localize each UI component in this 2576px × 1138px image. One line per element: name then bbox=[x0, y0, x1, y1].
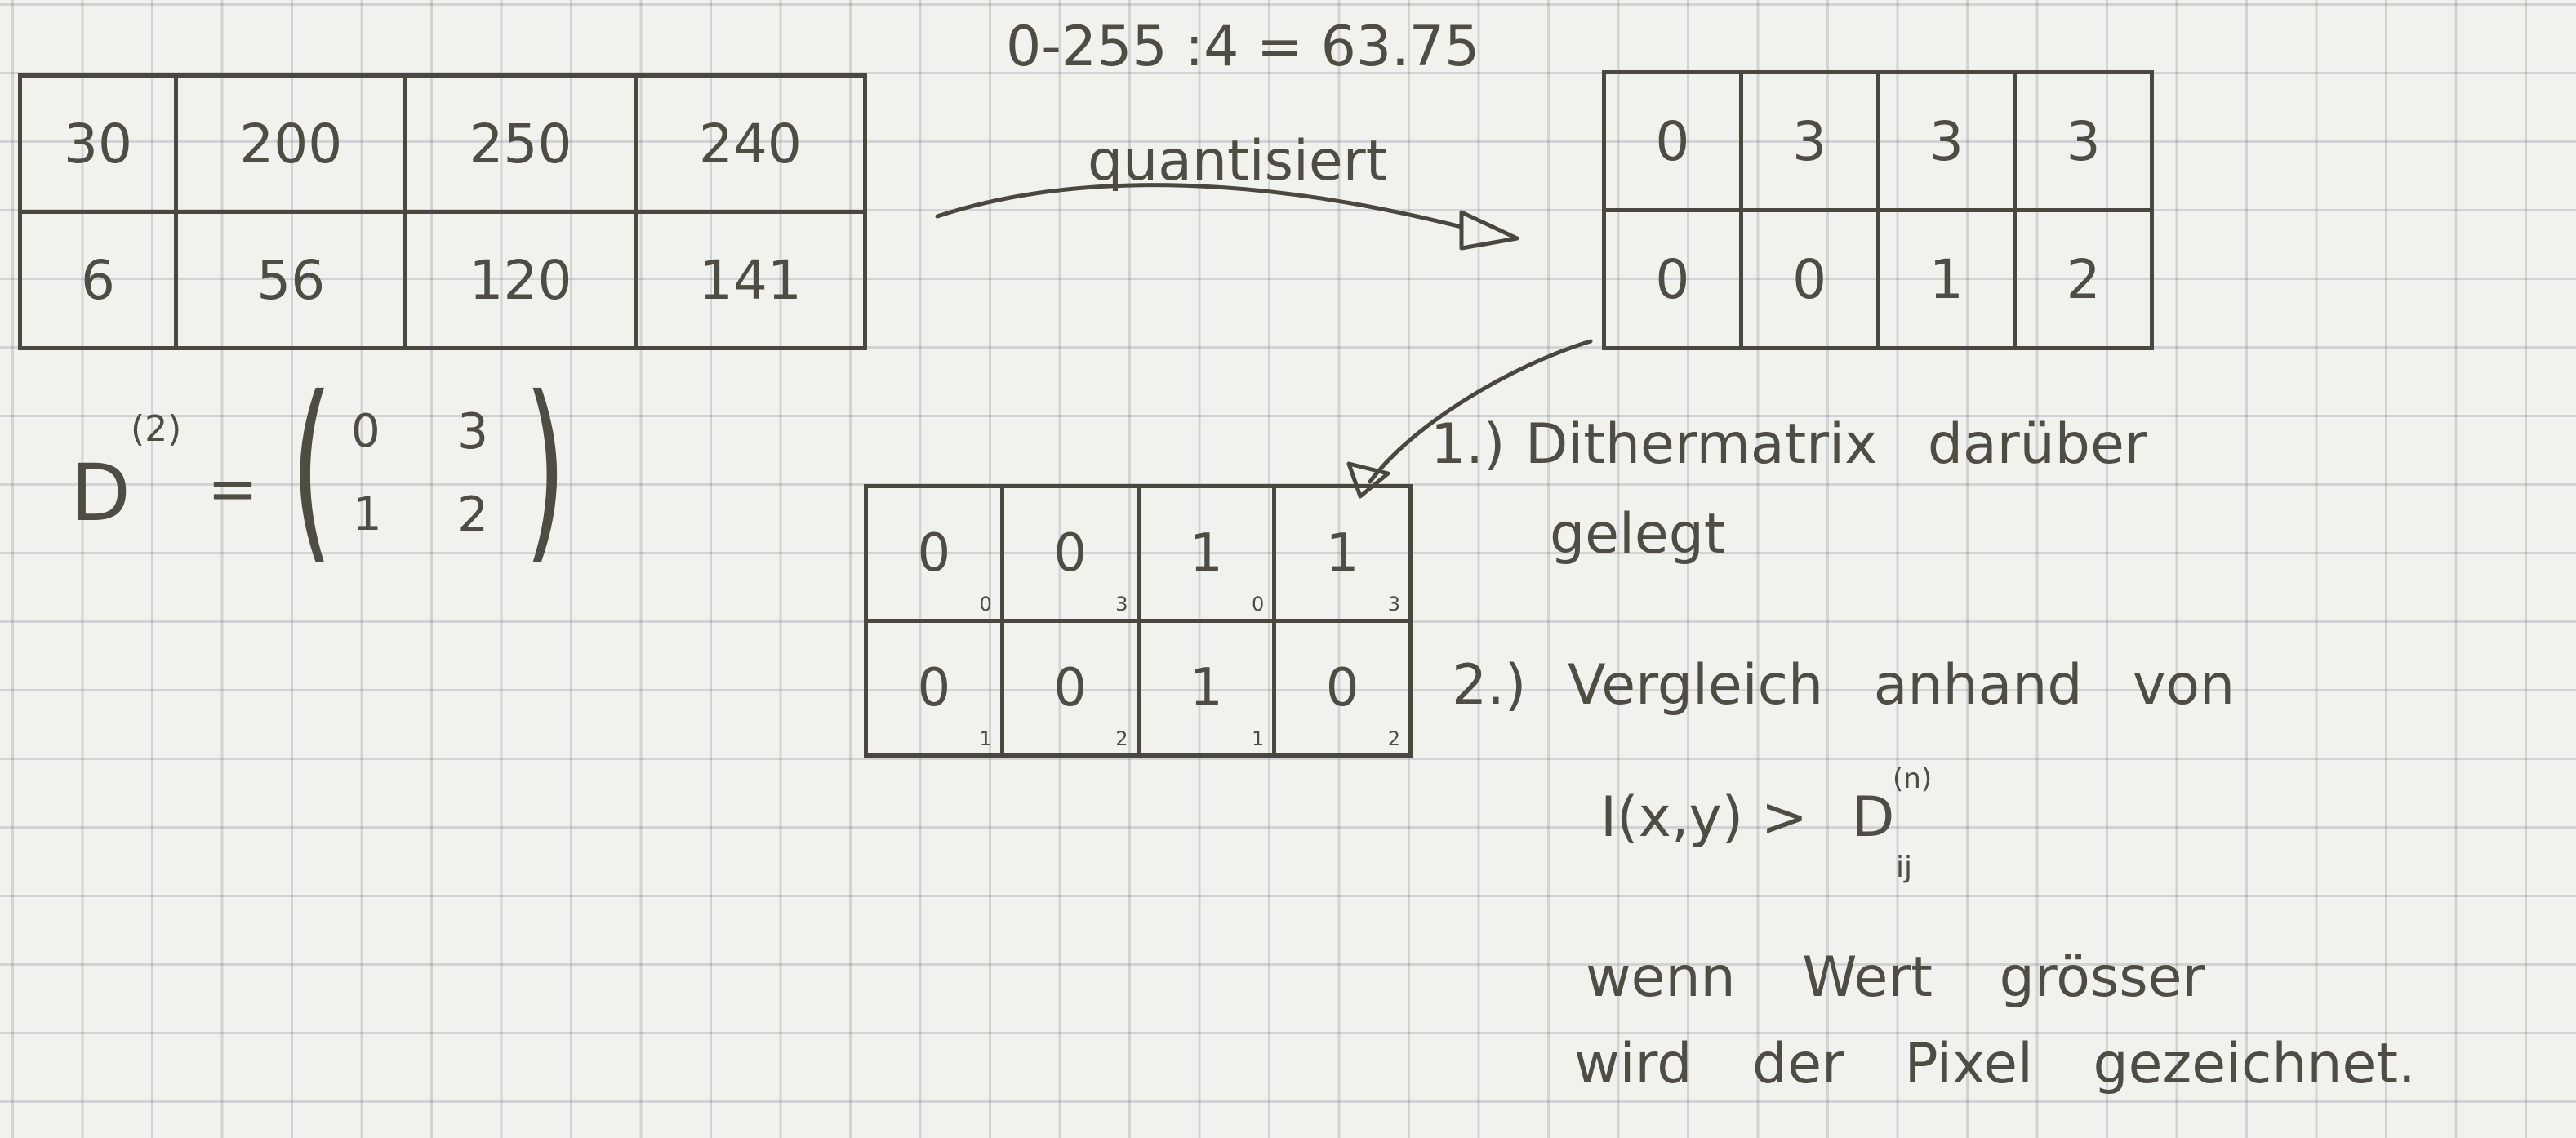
result-subscript: 2 bbox=[1115, 727, 1128, 750]
left-paren: ( bbox=[291, 354, 333, 583]
quantized-cell: 1 bbox=[1875, 208, 2018, 350]
dither-superscript: (2) bbox=[131, 408, 182, 450]
result-value: 1 bbox=[1190, 658, 1223, 718]
dither-value: 3 bbox=[457, 403, 489, 460]
result-subscript: 1 bbox=[979, 727, 992, 750]
result-value: 0 bbox=[1325, 658, 1359, 718]
result-subscript: 3 bbox=[1115, 593, 1128, 616]
input-cell: 6 bbox=[17, 210, 179, 350]
input-cell: 120 bbox=[403, 210, 638, 350]
result-subscript: 0 bbox=[1251, 593, 1265, 616]
result-value: 0 bbox=[917, 658, 951, 718]
dither-value: 2 bbox=[457, 487, 489, 544]
quantized-cell: 0 bbox=[1738, 208, 1880, 350]
step2-line1: Vergleich anhand von bbox=[1568, 653, 2236, 718]
quantize-arrowhead bbox=[1459, 210, 1519, 251]
calc-text: 0-255 :4 = 63.75 bbox=[1006, 15, 1480, 79]
input-cell: 30 bbox=[17, 73, 179, 214]
dither-equals: = bbox=[207, 454, 259, 524]
dither-value: 1 bbox=[353, 488, 382, 541]
step1-line1: Dithermatrix darüber bbox=[1525, 412, 2147, 477]
result-subscript: 3 bbox=[1387, 593, 1400, 616]
quantized-cell: 0 bbox=[1602, 208, 1743, 350]
quantized-cell: 3 bbox=[1738, 70, 1880, 212]
formula-symbol: D bbox=[1852, 785, 1895, 850]
input-cell: 240 bbox=[633, 73, 868, 214]
quantize-label: quantisiert bbox=[1088, 129, 1388, 193]
result-value: 0 bbox=[1053, 658, 1087, 718]
step1-line2: gelegt bbox=[1550, 502, 1726, 567]
result-subscript: 2 bbox=[1387, 727, 1400, 750]
formula-lhs: I(x,y) > bbox=[1600, 785, 1808, 850]
result-subscript: 0 bbox=[979, 593, 992, 616]
quantized-cell: 2 bbox=[2013, 208, 2154, 350]
input-cell: 250 bbox=[403, 73, 638, 214]
step2-number: 2.) bbox=[1452, 653, 1527, 718]
result-value: 0 bbox=[1053, 523, 1087, 584]
step1-number: 1.) bbox=[1430, 412, 1506, 477]
dither-symbol: D bbox=[70, 447, 131, 539]
result-subscript: 1 bbox=[1251, 727, 1265, 750]
input-cell: 200 bbox=[174, 73, 408, 214]
quantized-cell: 3 bbox=[1875, 70, 2018, 212]
dither-value: 0 bbox=[351, 405, 380, 458]
result-value: 0 bbox=[917, 523, 951, 584]
quantized-cell: 0 bbox=[1602, 70, 1743, 212]
quantized-matrix: 0 3 3 3 0 0 1 2 bbox=[1602, 70, 2154, 350]
right-paren: ) bbox=[524, 354, 567, 583]
conclusion-line2: wird der Pixel gezeichnet. bbox=[1574, 1032, 2416, 1096]
input-cell: 141 bbox=[633, 210, 868, 350]
input-matrix: 30 200 250 240 6 56 120 141 bbox=[17, 73, 868, 350]
result-value: 1 bbox=[1325, 523, 1359, 584]
result-value: 1 bbox=[1190, 523, 1223, 584]
formula-subscript: ij bbox=[1896, 851, 1913, 884]
input-cell: 56 bbox=[174, 210, 408, 350]
conclusion-line1: wenn Wert grösser bbox=[1586, 945, 2205, 1010]
formula-superscript: (n) bbox=[1893, 762, 1933, 795]
quantized-cell: 3 bbox=[2013, 70, 2154, 212]
